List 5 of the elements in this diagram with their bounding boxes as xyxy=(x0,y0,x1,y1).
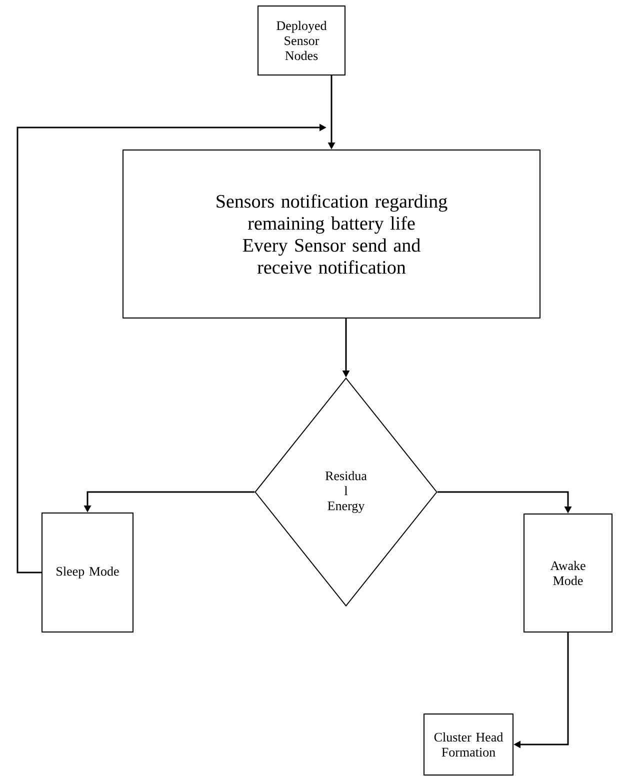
process-box: Deployed Sensor Nodes xyxy=(258,6,346,76)
process-box: Sensors notification regarding remaining battery life Every Sensor send and receive notification xyxy=(122,150,540,318)
process-box: Awake Mode xyxy=(524,514,612,632)
process-box: Cluster Head Formation xyxy=(424,714,514,776)
process-box: Sleep Mode xyxy=(42,512,134,632)
